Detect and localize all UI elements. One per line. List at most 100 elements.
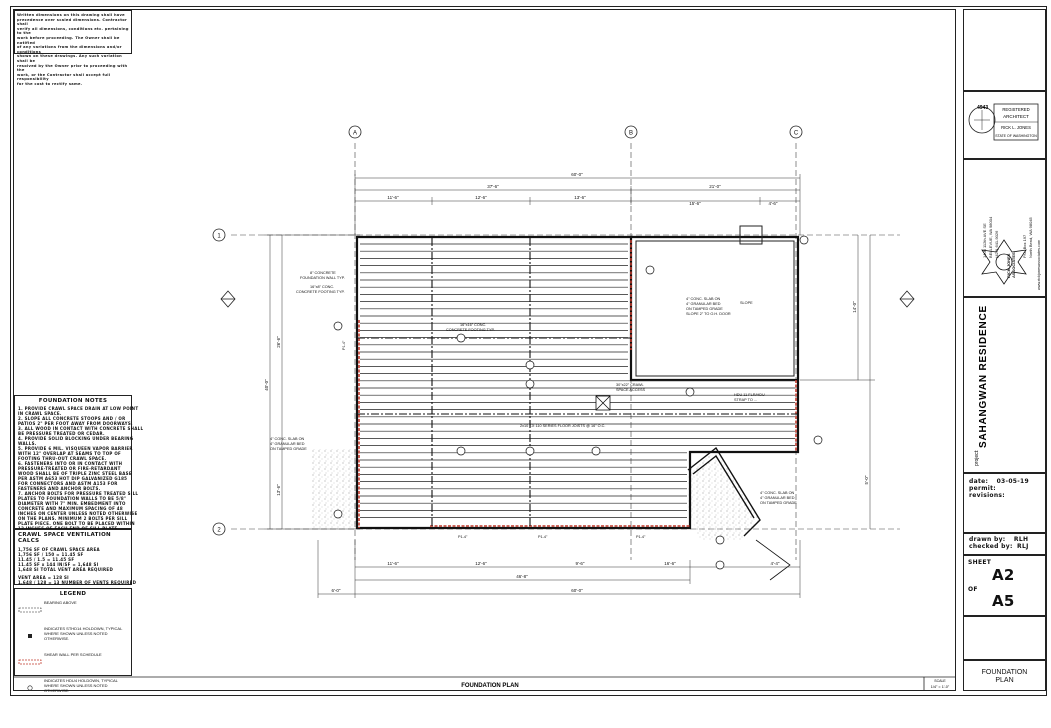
main-drawing-frame [13, 9, 956, 691]
shear-walls [358, 240, 797, 528]
dim-left-overall: 40'-0" [264, 379, 269, 391]
drawing-title-line1: FOUNDATION [981, 669, 1028, 676]
scale-value: 1/4" = 1'-0" [931, 685, 950, 689]
dim-left-lower: 13'-6" [276, 484, 281, 496]
ventilation-line: 11.45 / 1.5 = 11.45 SF [18, 557, 75, 562]
firm-seal-icon [981, 239, 1027, 285]
foundation-note-line: PATIOS 2" PER FOOT AWAY FROM DOORWAYS. [18, 421, 133, 426]
title-block-top [963, 9, 1046, 91]
date-value: 03-05-19 [996, 478, 1030, 485]
disclaimer-line: precedence over scaled dimensions. Contr… [17, 17, 128, 27]
foundation-note-line: FASTENERS AND ANCHOR BOLTS. [18, 486, 101, 491]
stamp-panel: 4943 REGISTERED ARCHITECT RICK L. JONES … [963, 91, 1046, 159]
firm-web: www.rickjonesassociates.com [1037, 240, 1041, 290]
grid-label-1: 1 [217, 234, 221, 240]
firm-address: 1400 112th AVE SE [982, 223, 987, 258]
drawing-border [10, 6, 1047, 696]
ventilation-line: 1,756 SF OF CRAWL SPACE AREA [18, 547, 100, 552]
dates-panel: date: 03-05-19 permit: revisions: [963, 473, 1046, 533]
disclaimer-line: of any variations from the dimensions an… [17, 45, 122, 54]
note-hdu: HDU 11 FLR/HDU [734, 393, 765, 397]
note-crawl-access: 30"x22" CRAWL [616, 383, 644, 387]
pier-footings [333, 235, 823, 570]
section-marker-left [220, 290, 236, 308]
foundation-note-line: IN CRAWL SPACE. [18, 411, 62, 416]
stdh14-holdown-icon [18, 626, 44, 644]
dim-bottom-sub: 16'-6" [664, 561, 676, 566]
firm-panel: 1400 112th AVE SE BELLEVUE, WA 98004 (42… [963, 159, 1046, 297]
scale-label: SCALE [934, 679, 946, 683]
foundation-note-line: DIAMETER WITH 7" MIN. EMBEDMENT INTO [18, 501, 126, 506]
disclaimer-line: work, or the Contractor shall accept ful… [17, 72, 111, 82]
stamp-line2: ARCHITECT [1003, 114, 1029, 119]
foundation-note-line: 5. PROVIDE 6 MIL. VISQUEEN VAPOR BARRIER [18, 446, 133, 451]
pier-label: P1-4" [538, 535, 548, 539]
note-garage-slab: 4" CONC. SLAB ON [686, 297, 721, 301]
grid-bubble-c [789, 125, 803, 139]
dimension-lines-right [800, 235, 875, 529]
dim-bottom-overall: 60'-0" [571, 588, 583, 593]
firm-info: 1400 112th AVE SE BELLEVUE, WA 98004 (42… [981, 216, 1041, 290]
drawing-title-panel: FOUNDATION PLAN [963, 660, 1046, 691]
ventilation-calcs-box: CRAWL SPACE VENTILATION CALCS 1,756 SF O… [14, 529, 136, 585]
foundation-note-line: 1. PROVIDE CRAWL SPACE DRAIN AT LOW POIN… [18, 406, 139, 411]
dim-top-right: 21'-0" [709, 184, 721, 189]
legend-item: INDICATES HDU4 HOLDOWN, TYPICAL WHERE SH… [18, 678, 128, 696]
grid-label-c: C [794, 131, 799, 137]
revisions-label: revisions: [969, 492, 1005, 499]
dim-top-sub: 15'-6" [689, 201, 701, 206]
sheet-panel: SHEET A2 OF A5 [963, 555, 1046, 616]
dim-overall-top: 60'-0" [571, 172, 583, 177]
disclaimer-line: resolved by the Owner prior to proceedin… [17, 63, 128, 73]
foundation-note-line: 2. SLOPE ALL CONCRETE STOOPS AND / OR [18, 416, 126, 421]
dim-bottom-sub: 9'-6" [576, 561, 585, 566]
note-footing: CONCRETE FOOTING TYP. [296, 290, 345, 294]
shear-wall-icon [18, 652, 44, 670]
bearing-above-icon [18, 600, 44, 618]
note-pier-footing: 16"x16" CONC. [460, 323, 486, 327]
dim-left-segment: 26'-6" [276, 336, 281, 348]
plan-notes: 8" CONCRETE FOUNDATION WALL TYP. 16"x8" … [270, 271, 797, 539]
note-garage-slab: SLOPE 2" TO O.H. DOOR [686, 312, 731, 316]
sheet-title-bottom: FOUNDATION PLAN [461, 683, 519, 689]
note-garage-slab: 4" GRANULAR BED [686, 302, 721, 306]
stamp-state: STATE OF WASHINGTON [995, 134, 1037, 138]
ventilation-line: 1,756 SF / 150 = 11.45 SF [18, 552, 84, 557]
dim-top-sub: 12'-6" [475, 195, 487, 200]
dim-top-left: 37'-6" [487, 184, 499, 189]
diagonal-walls [687, 446, 761, 537]
legend-item: SHEAR WALL PER SCHEDULE [18, 652, 128, 670]
foundation-note-line: FOOTING THRU-OUT CRAWL SPACE. [18, 456, 107, 461]
legend-text: INDICATES HDU4 HOLDOWN, TYPICAL WHERE SH… [44, 678, 118, 693]
foundation-walls [355, 235, 800, 530]
disclaimer-line: for the cost to rectify same. [17, 81, 83, 86]
legend-title: LEGEND [59, 591, 87, 597]
sheet-total: A5 [992, 592, 1015, 610]
project-panel: project: SAHANGWAN RESIDENCE [963, 297, 1046, 473]
grid-label-a: A [353, 131, 357, 137]
grid-bubble-a [348, 125, 362, 139]
drawn-value: RLH [1013, 536, 1029, 543]
bay-outline [755, 539, 791, 581]
ventilation-line: 1,648 SI TOTAL VENT AREA REQUIRED [18, 567, 114, 572]
note-pier-footing: CONCRETE FOOTING TYP. [446, 328, 495, 332]
ventilation-line: 11.45 SF x 144 IN/SF = 1,648 SI [18, 562, 99, 567]
grid-bubble-b [624, 125, 638, 139]
foundation-note-line: 12 INCHES OF EACH END OF SILL PLATE. [18, 526, 120, 531]
firm-address: (425) 641-9026 [994, 230, 999, 258]
disclaimer-box: Written dimensions on this drawing shall… [14, 10, 132, 86]
sheet-label: SHEET [968, 559, 992, 566]
dim-bottom-edge: 6'-0" [332, 588, 341, 593]
dim-top-sub: 11'-6" [387, 195, 399, 200]
foundation-note-line: 3. ALL WOOD IN CONTACT WITH CONCRETE SHA… [18, 426, 144, 431]
garage-room [635, 225, 795, 377]
dimension-text-top: 60'-0" 37'-6" 21'-0" 11'-6" 12'-6" 13'-6… [387, 172, 777, 206]
grid-label-b: B [629, 131, 633, 137]
foundation-notes-title: FOUNDATION NOTES [38, 398, 108, 404]
note-slab-left: 4" GRANULAR BED [270, 442, 305, 446]
checked-label: checked by: [969, 542, 1013, 550]
note-slab-left: ON TAMPED GRADE [270, 447, 307, 451]
grid-bubble-1 [212, 228, 226, 242]
